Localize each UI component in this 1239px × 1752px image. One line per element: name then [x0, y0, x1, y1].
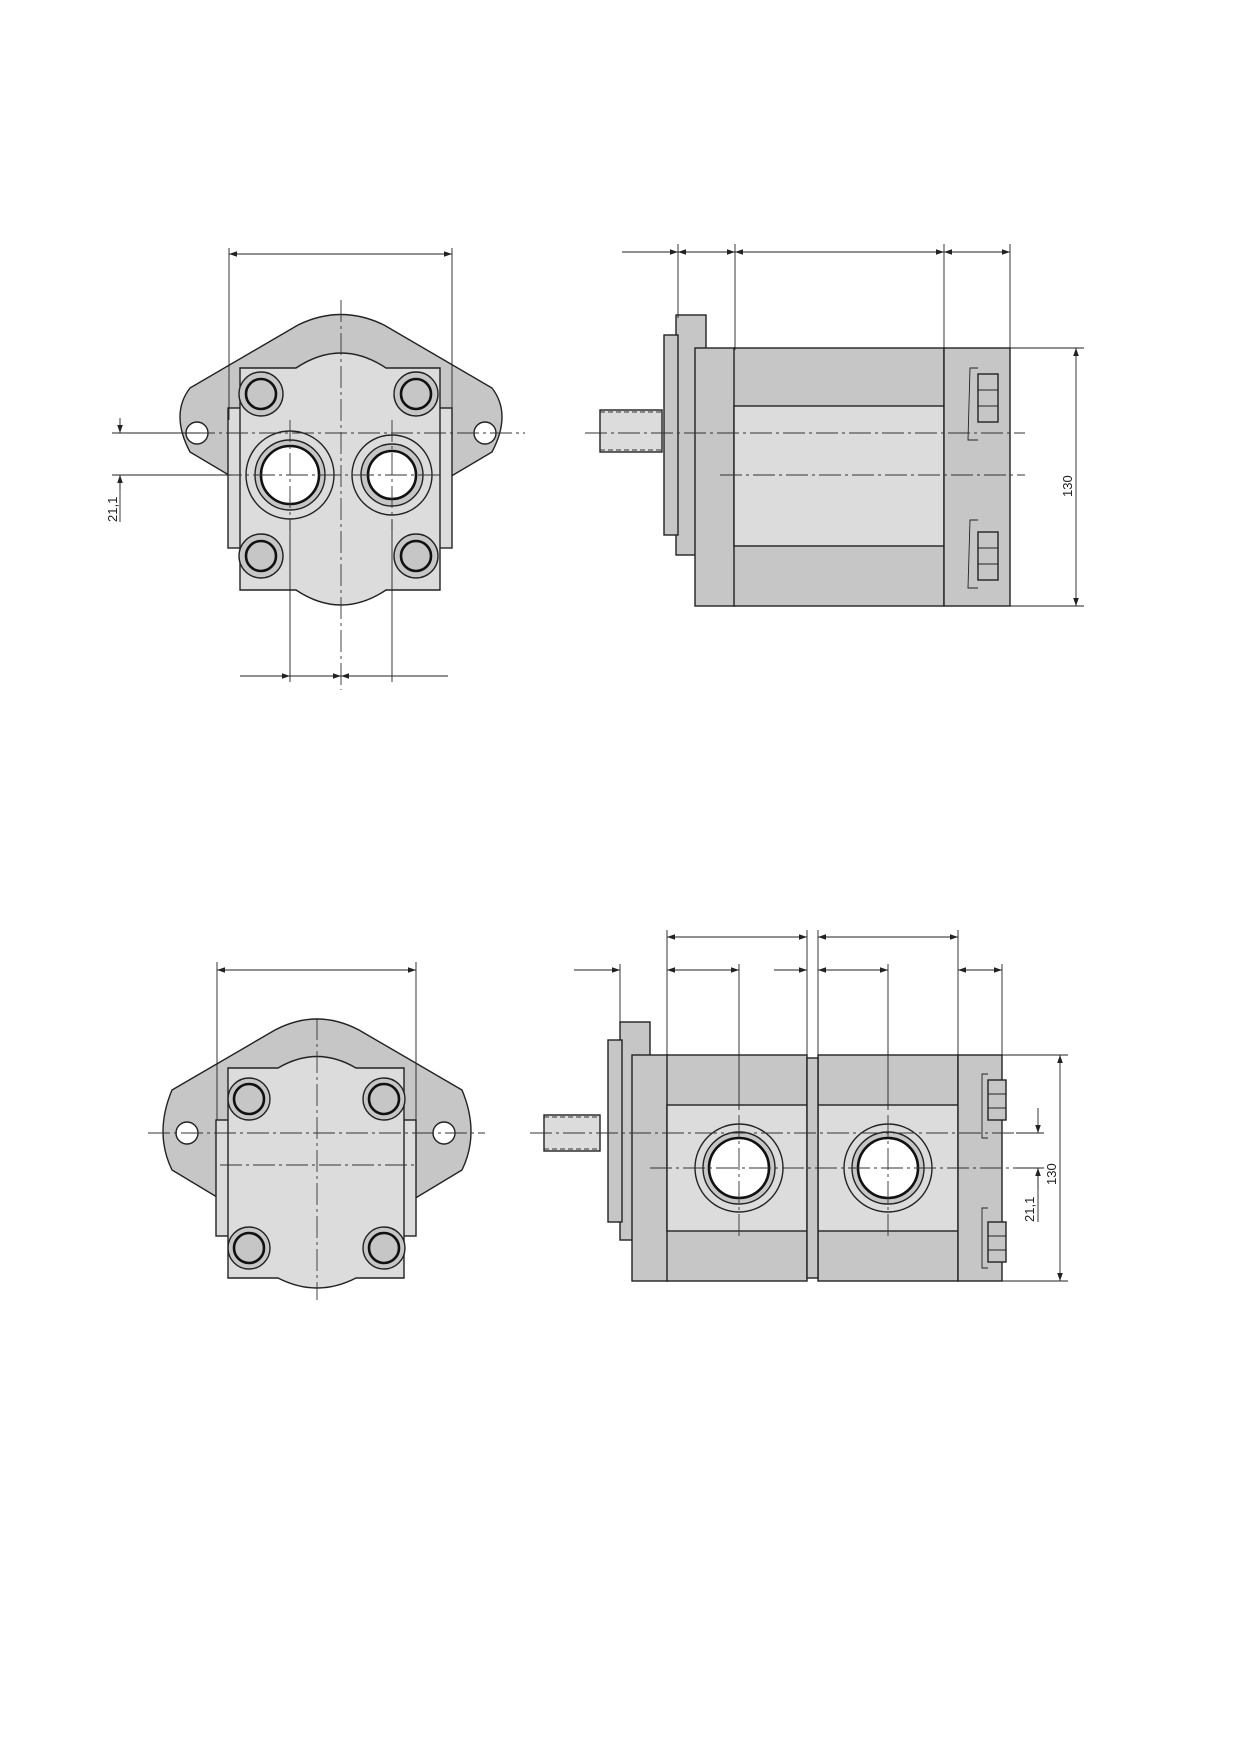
bolt-bottom-right: [362, 1226, 406, 1270]
rear-cover: [227, 1055, 405, 1289]
bolt-top-right: [393, 371, 439, 417]
side-bolt-bottom: [981, 1207, 1007, 1269]
bolt-bottom-left: [227, 1226, 271, 1270]
front-body: [694, 347, 736, 607]
bolt-top-left: [238, 371, 284, 417]
side-bolt-top: [981, 1073, 1007, 1139]
dim-offset-label: 21,1: [1022, 1197, 1037, 1222]
pilot-ring: [607, 1039, 623, 1223]
rear-cover-side: [943, 347, 1011, 607]
side-bolt-top: [967, 367, 999, 441]
double-pump-side-view: 130 21,1: [530, 930, 1068, 1282]
bolt-bottom-right: [393, 533, 439, 579]
single-pump-side-view: 130: [585, 244, 1084, 607]
shaft: [599, 409, 663, 453]
double-pump-front-view: [148, 962, 485, 1300]
bolt-top-left: [227, 1077, 271, 1121]
pilot-ring: [663, 334, 679, 536]
bolt-bottom-left: [238, 533, 284, 579]
dim-height-label: 130: [1044, 1163, 1059, 1185]
single-pump-front-view: 21,1: [105, 248, 525, 690]
center-body-light: [733, 405, 945, 547]
bolt-top-right: [362, 1077, 406, 1121]
dim-offset-label: 21,1: [105, 497, 120, 522]
side-bolt-bottom: [967, 519, 999, 589]
dim-height-label: 130: [1060, 475, 1075, 497]
